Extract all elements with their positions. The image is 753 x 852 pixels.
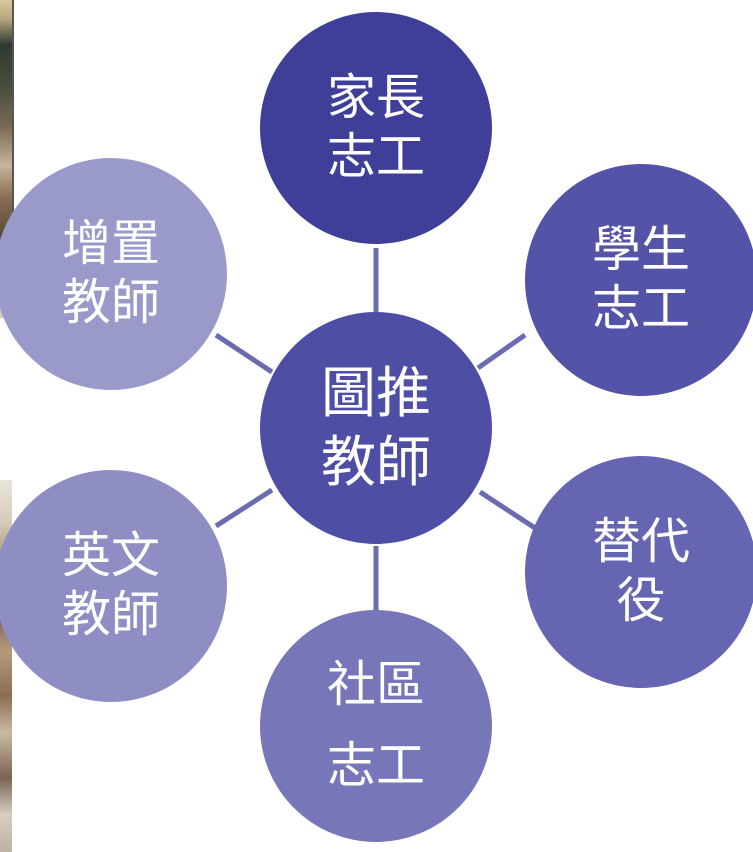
node-label: 社區 志工 <box>326 656 425 794</box>
node-label: 替代 役 <box>591 513 690 629</box>
node-student-volunteer: 學生 志工 <box>525 164 753 396</box>
node-label: 學生 志工 <box>591 221 690 337</box>
node-label: 英文 教師 <box>61 527 160 643</box>
connector-english-teacher <box>214 487 274 529</box>
node-additional-teacher: 增置 教師 <box>0 158 227 390</box>
connector-student-volunteer <box>476 332 527 371</box>
node-library-promotion-teacher: 圖推 教師 <box>260 312 492 544</box>
node-label: 家長 志工 <box>326 69 425 185</box>
node-english-teacher: 英文 教師 <box>0 470 227 702</box>
node-label: 增置 教師 <box>61 215 160 331</box>
node-alternative-service: 替代 役 <box>525 456 753 688</box>
center-label: 圖推 教師 <box>320 361 431 494</box>
node-parent-volunteer: 家長 志工 <box>260 12 492 244</box>
node-community-volunteer: 社區 志工 <box>260 610 492 842</box>
connector-alternative-service <box>478 489 537 531</box>
connector-additional-teacher <box>214 332 274 375</box>
